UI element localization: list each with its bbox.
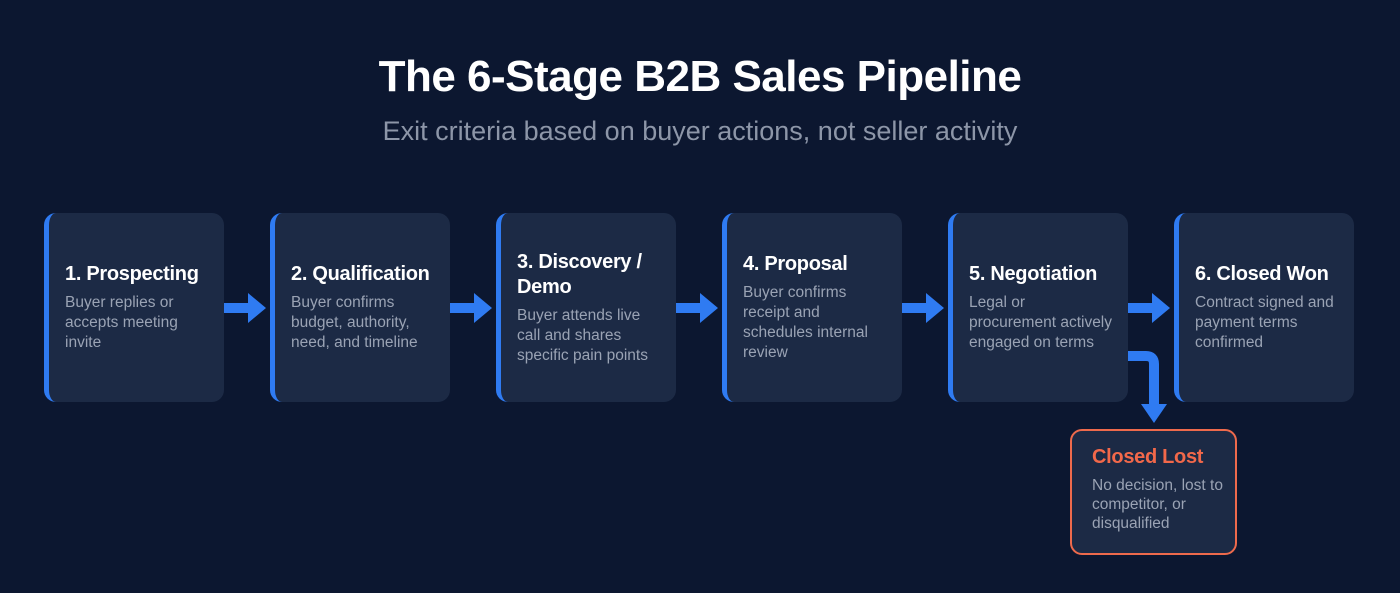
stage-title: 5. Negotiation: [969, 263, 1098, 285]
stage-card-prospecting: 1. Prospecting Buyer replies or accepts …: [44, 213, 224, 402]
closed-lost-description: No decision, lost to competitor, or disq…: [1092, 477, 1223, 532]
page-subtitle: Exit criteria based on buyer actions, no…: [382, 116, 1018, 146]
page-title: The 6-Stage B2B Sales Pipeline: [378, 52, 1022, 101]
stage-title: 1. Prospecting: [65, 263, 199, 285]
stage-description: Buyer confirms receipt and schedules int…: [743, 284, 868, 361]
stage-card-qualification: 2. Qualification Buyer confirms budget, …: [270, 213, 450, 402]
stage-title: 3. Discovery / Demo: [517, 250, 642, 298]
stage-description: Buyer confirms budget, authority, need, …: [291, 294, 418, 351]
arrow-right-icon: [676, 293, 718, 323]
stage-title: 6. Closed Won: [1195, 263, 1329, 285]
stage-title: 2. Qualification: [291, 263, 430, 285]
closed-lost-card: Closed Lost No decision, lost to competi…: [1070, 429, 1237, 555]
arrow-right-icon: [1128, 293, 1170, 323]
stage-card-discovery-demo: 3. Discovery / Demo Buyer attends live c…: [496, 213, 676, 402]
stage-title: 4. Proposal: [743, 253, 848, 275]
arrow-right-icon: [902, 293, 944, 323]
stage-description: Buyer replies or accepts meeting invite: [65, 294, 178, 351]
stage-description: Legal or procurement actively engaged on…: [969, 294, 1113, 351]
stage-card-negotiation: 5. Negotiation Legal or procurement acti…: [948, 213, 1128, 402]
stage-card-proposal: 4. Proposal Buyer confirms receipt and s…: [722, 213, 902, 402]
arrow-bend-down-icon: [1128, 351, 1167, 423]
stage-description: Contract signed and payment terms confir…: [1195, 294, 1334, 351]
stage-description: Buyer attends live call and shares speci…: [517, 306, 648, 364]
stage-card-closed-won: 6. Closed Won Contract signed and paymen…: [1174, 213, 1354, 402]
arrow-right-icon: [450, 293, 492, 323]
closed-lost-title: Closed Lost: [1092, 446, 1204, 468]
arrow-right-icon: [224, 293, 266, 323]
